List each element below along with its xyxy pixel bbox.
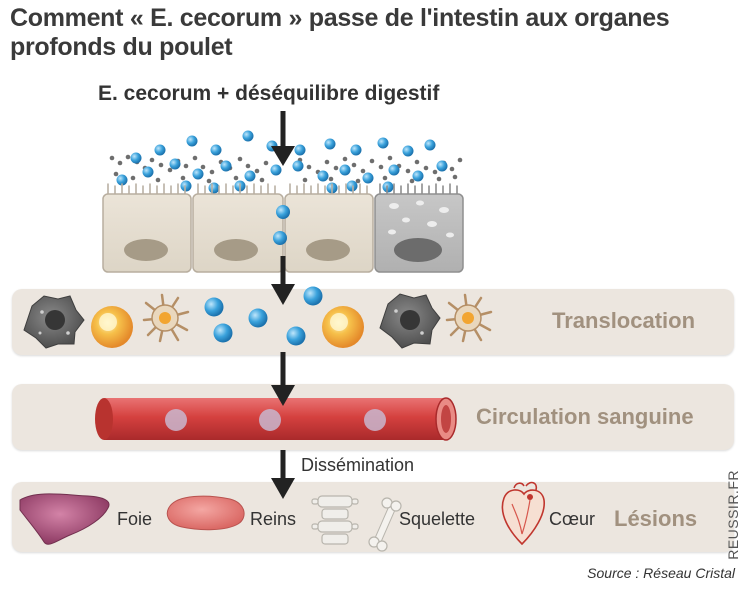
macrophage-right bbox=[379, 293, 441, 349]
source-note: Source : Réseau Cristal bbox=[587, 565, 735, 581]
neutrophil-right bbox=[322, 306, 364, 348]
dendritic-cell-left bbox=[142, 293, 190, 343]
epithelial-cells bbox=[102, 193, 464, 273]
bone-icon bbox=[368, 497, 402, 552]
organ-label-heart: Cœur bbox=[549, 509, 595, 529]
circulation-label: Circulation sanguine bbox=[476, 404, 694, 429]
vertebrae-icon bbox=[311, 495, 359, 545]
flow-arrow bbox=[271, 111, 295, 499]
translocating-bacteria bbox=[204, 286, 323, 346]
kidney-icon bbox=[166, 495, 245, 531]
neutrophil-left bbox=[91, 306, 133, 348]
organ-label-kidneys: Reins bbox=[250, 509, 297, 529]
crossing-bacteria bbox=[273, 205, 290, 245]
organ-label-skeleton: Squelette bbox=[399, 509, 476, 529]
dendritic-cell-right bbox=[445, 293, 493, 343]
credit-watermark: REUSSIR.FR bbox=[725, 470, 741, 560]
diagram-title: Comment « E. cecorum » passe de l'intest… bbox=[10, 4, 670, 61]
trigger-label: E. cecorum + déséquilibre digestif bbox=[98, 82, 440, 105]
translocation-label: Translocation bbox=[552, 308, 696, 333]
blood-vessel bbox=[95, 397, 457, 441]
dissemination-label: Dissémination bbox=[301, 455, 415, 475]
organ-label-liver: Foie bbox=[117, 509, 153, 529]
macrophage-left bbox=[23, 295, 85, 349]
lesions-label: Lésions bbox=[614, 506, 698, 531]
heart-icon bbox=[501, 481, 545, 546]
liver-icon bbox=[19, 493, 110, 545]
